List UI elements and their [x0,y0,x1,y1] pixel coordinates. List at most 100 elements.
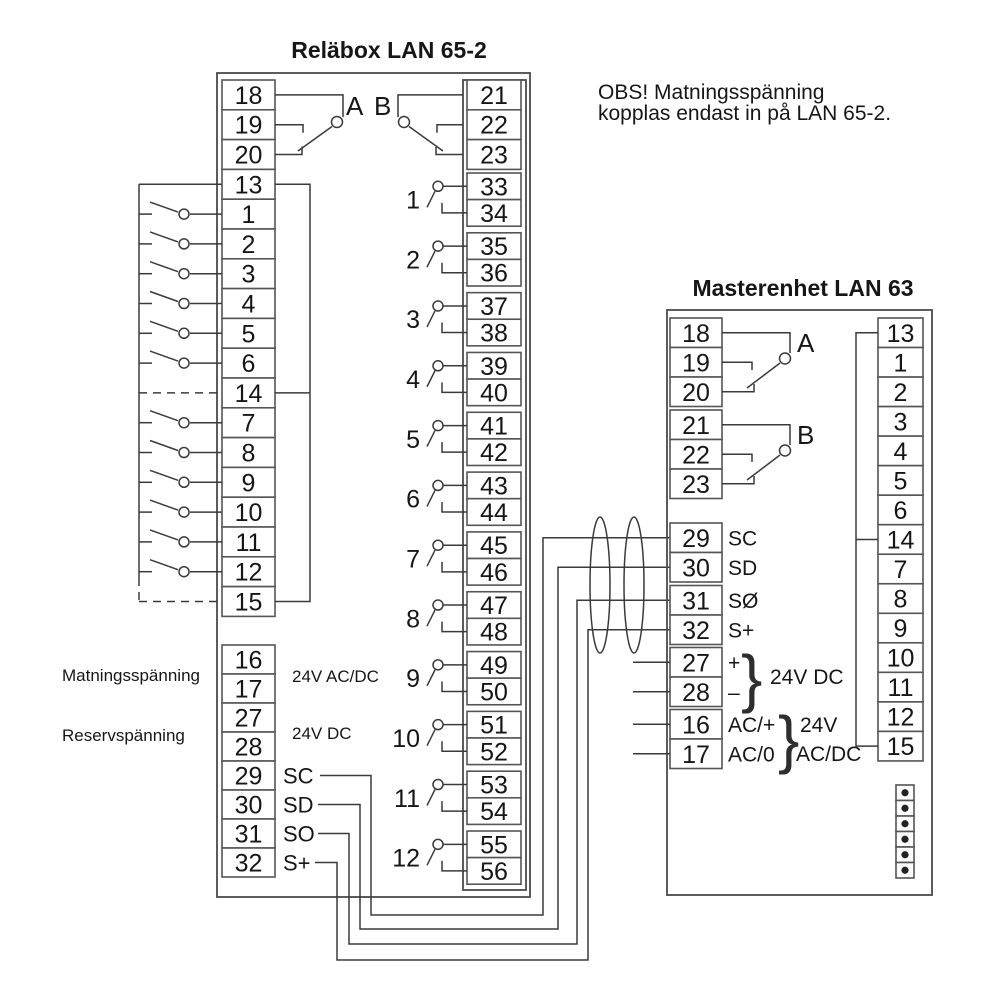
switch-icon-input-4 [139,290,222,310]
brace-ac-icon: } [778,703,799,775]
switch-blade [149,499,179,511]
relay-terminal-number: 44 [480,499,508,527]
masterenhet-right-terminal-cell [877,405,924,437]
relay-number: 8 [406,605,420,633]
switch-b-bracket-23 [722,476,755,485]
relaybox-power-terminal-cell [221,818,276,849]
relay-switch-icon-8 [426,599,467,633]
masterenhet-io-terminal-label: + [728,652,740,675]
relaybox-comm-label: SO [283,822,315,847]
masterenhet-io-terminal-label: SØ [728,590,758,613]
relay-terminal-cell [466,677,522,706]
relay-terminal-cell [466,172,522,201]
masterenhet-io-terminal-cell [669,738,723,770]
relaybox-left-terminal-number: 1 [242,201,256,229]
relaybox-power-terminal-cell [221,731,276,762]
relaybox-power-terminal-number: 30 [235,792,263,820]
masterenhet-group-b-cell [669,468,723,500]
relay-switch-icon-7 [426,539,467,573]
relay-contact [432,419,444,432]
relay-blade [426,669,436,687]
switch-b-bracket-23 [435,147,463,156]
switch-icon-input-6 [139,350,222,369]
switch-blade [149,350,179,362]
relaybox-left-terminal-number: 13 [235,171,263,199]
relaybox-top-terminal-cell [466,138,522,171]
relay-bracket [441,322,467,334]
relay-blade [426,729,436,747]
switch-contact [178,565,190,578]
masterenhet-io-terminal-number: 29 [682,525,710,553]
note-line-1: OBS! Matningsspänning [598,81,824,104]
switch-contact [178,357,190,369]
wire-so [318,599,670,945]
switch-blade [149,320,179,333]
masterenhet-io-terminal-number: 30 [682,554,710,582]
masterenhet-title: Masterenhet LAN 63 [692,275,913,301]
switch-b-blade [408,125,444,152]
relay-contact [432,240,444,252]
relaybox-left-terminal-number: 11 [236,529,262,557]
relay-blade [426,549,436,567]
masterenhet-io-terminal-number: 31 [682,587,710,615]
relay-blade [426,190,436,208]
switch-contact [178,267,190,280]
relaybox-title: Reläbox LAN 65-2 [291,37,487,63]
relay-terminal-cell [466,557,522,586]
switch-contact [178,297,190,310]
masterenhet-right-terminal-number: 12 [887,704,915,732]
relaybox-left-terminal-cell [221,317,276,349]
relaybox-left-terminal-number: 18 [235,82,263,110]
relaybox-left-terminal-number: 6 [242,350,256,378]
relaybox-left-terminal-number: 5 [242,320,256,348]
connector-pin-icon [901,804,909,812]
relay-contact [432,838,444,851]
switch-blade [149,469,179,482]
relaybox-power-terminal-number: 28 [235,734,263,762]
relay-terminal-number: 48 [480,619,508,647]
cable-twist-icon-1 [589,516,611,654]
switch-b-icon [397,94,463,156]
relay-terminal-number: 49 [480,652,508,680]
relay-terminal-cell [466,438,522,467]
switch-a-wire [722,332,791,353]
relaybox-left-terminal-number: 7 [242,410,256,438]
relay-blade [426,250,436,268]
switch-a-contact [330,115,344,129]
relaybox-comm-label: SC [283,764,314,789]
masterenhet-right-terminal-cell [877,612,924,644]
relay-switch-icon-5 [426,419,467,453]
relay-switch-icon-10 [426,718,467,753]
masterenhet-io-terminal-cell [669,646,723,678]
relay-terminal-number: 50 [480,678,508,706]
relay-contact [432,180,444,193]
relay-terminal-number: 52 [480,738,508,766]
switch-a-icon [275,94,344,156]
masterenhet-switch-a-letter: A [797,328,815,358]
relay-contact [432,360,444,372]
relaybox-comm-label: SD [283,793,314,818]
relay-number: 3 [406,306,420,334]
relaybox-left-terminal-number: 10 [235,499,263,527]
relay-terminal-number: 39 [480,353,508,381]
relay-terminal-cell [466,318,522,347]
relaybox-left-terminal-number: 3 [242,261,256,289]
relay-terminal-cell [466,378,522,407]
relaybox-left-terminal-number: 4 [242,291,256,319]
relaybox-left-terminal-cell [221,377,276,409]
relaybox-left-terminal-number: 19 [235,112,263,140]
relay-terminal-number: 51 [480,712,508,740]
relay-switch-icon-2 [426,240,467,274]
relaybox-power-terminal-number: 16 [235,647,263,675]
relay-bracket [441,262,467,274]
relay-number: 9 [406,665,420,693]
relay-number: 1 [406,187,420,215]
masterenhet-io-terminal-cell [669,522,723,554]
relay-contact [432,599,444,611]
relaybox-power-terminal-cell [221,760,276,791]
brace-dc-icon: } [741,642,762,714]
masterenhet-right-terminal-number: 13 [887,320,915,348]
cable-twist-icon-2 [623,516,645,654]
